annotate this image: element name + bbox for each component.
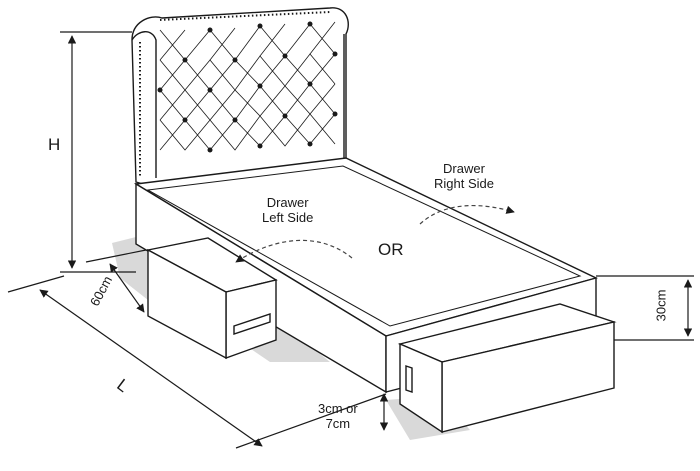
headboard-buttons	[157, 21, 338, 153]
label-clearance-line1: 3cm or	[318, 401, 358, 416]
label-drawer-left-line1: Drawer	[266, 195, 309, 210]
dimension-lines	[7, 31, 694, 449]
drawer-arrows	[235, 205, 515, 263]
right-drawer	[397, 303, 617, 434]
label-clearance-line2: 7cm	[325, 415, 351, 431]
label-drawer-right-line2: Right Side	[434, 175, 494, 191]
label-drawer-left: Drawer Left Side	[262, 195, 314, 226]
label-drawer-right-line1: Drawer	[443, 161, 485, 176]
label-or: OR	[378, 240, 404, 259]
label-height: H	[48, 135, 61, 154]
label-drawer-left-line2: Left Side	[262, 209, 314, 225]
headboard	[131, 7, 349, 187]
label-drawer-right: Drawer Right Side	[434, 161, 494, 192]
label-clearance: 3cm or 7cm	[318, 401, 358, 432]
headboard-studs-border	[139, 11, 331, 178]
label-drawer-height: 30cm	[653, 289, 669, 322]
headboard-tufting	[159, 21, 336, 151]
